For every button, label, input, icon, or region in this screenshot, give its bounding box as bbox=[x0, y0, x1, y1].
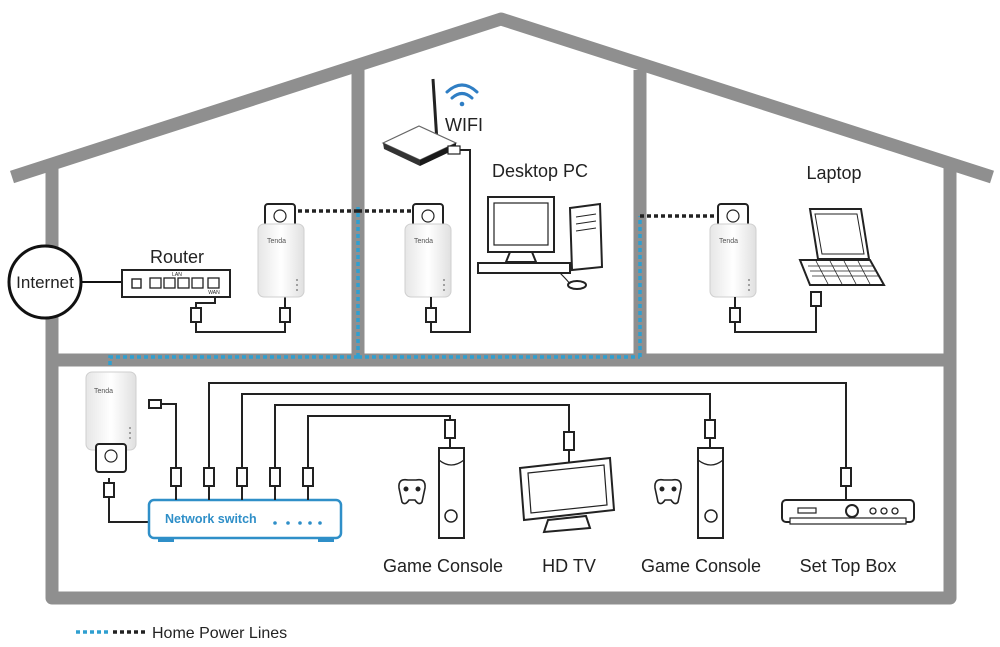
game-console-2-label: Game Console bbox=[641, 556, 761, 576]
adapter-2-brand: Tenda bbox=[414, 238, 433, 245]
router-label: Router bbox=[150, 247, 204, 267]
network-switch: Network switch bbox=[147, 498, 343, 542]
power-line-blue bbox=[108, 207, 642, 365]
router-ports bbox=[149, 277, 220, 289]
game-console-2 bbox=[654, 419, 724, 539]
switch-plugs bbox=[170, 467, 314, 500]
legend-home-power-lines: Home Power Lines bbox=[152, 625, 287, 642]
wifi-icon bbox=[445, 83, 479, 107]
set-top-box-label: Set Top Box bbox=[800, 556, 897, 576]
adapter-4-brand: Tenda bbox=[94, 388, 113, 395]
power-line-black bbox=[298, 209, 715, 218]
laptop-cable bbox=[729, 291, 822, 333]
switch-cables bbox=[208, 382, 847, 468]
game-console-1 bbox=[398, 419, 465, 539]
legend: Home Power Lines bbox=[76, 625, 287, 642]
router-port-lan-label: LAN bbox=[172, 272, 182, 278]
hd-tv-label: HD TV bbox=[542, 556, 596, 576]
ground-adapter-cables bbox=[103, 399, 177, 523]
desktop-pc-label: Desktop PC bbox=[492, 161, 588, 181]
hd-tv bbox=[518, 431, 616, 534]
wifi-label: WIFI bbox=[445, 115, 483, 135]
desktop-pc bbox=[477, 196, 604, 290]
router-port-wan-label: WAN bbox=[208, 290, 220, 296]
powerline-adapter-1: Tenda bbox=[257, 203, 305, 298]
laptop bbox=[798, 208, 886, 286]
game-console-1-label: Game Console bbox=[383, 556, 503, 576]
router-cable bbox=[190, 297, 291, 333]
powerline-adapter-3: Tenda bbox=[709, 203, 757, 298]
router-device: LAN WAN Router bbox=[121, 247, 231, 298]
internet-label: Internet bbox=[16, 273, 74, 292]
powerline-adapter-2: Tenda bbox=[404, 203, 452, 323]
wifi-access-point bbox=[381, 78, 471, 333]
laptop-label: Laptop bbox=[806, 163, 861, 183]
set-top-box bbox=[781, 467, 915, 525]
adapter-1-brand: Tenda bbox=[267, 238, 286, 245]
adapter-3-brand: Tenda bbox=[719, 238, 738, 245]
powerline-adapter-4: Tenda bbox=[85, 371, 137, 473]
internet-node: Internet bbox=[7, 244, 122, 320]
network-switch-label: Network switch bbox=[165, 512, 257, 526]
